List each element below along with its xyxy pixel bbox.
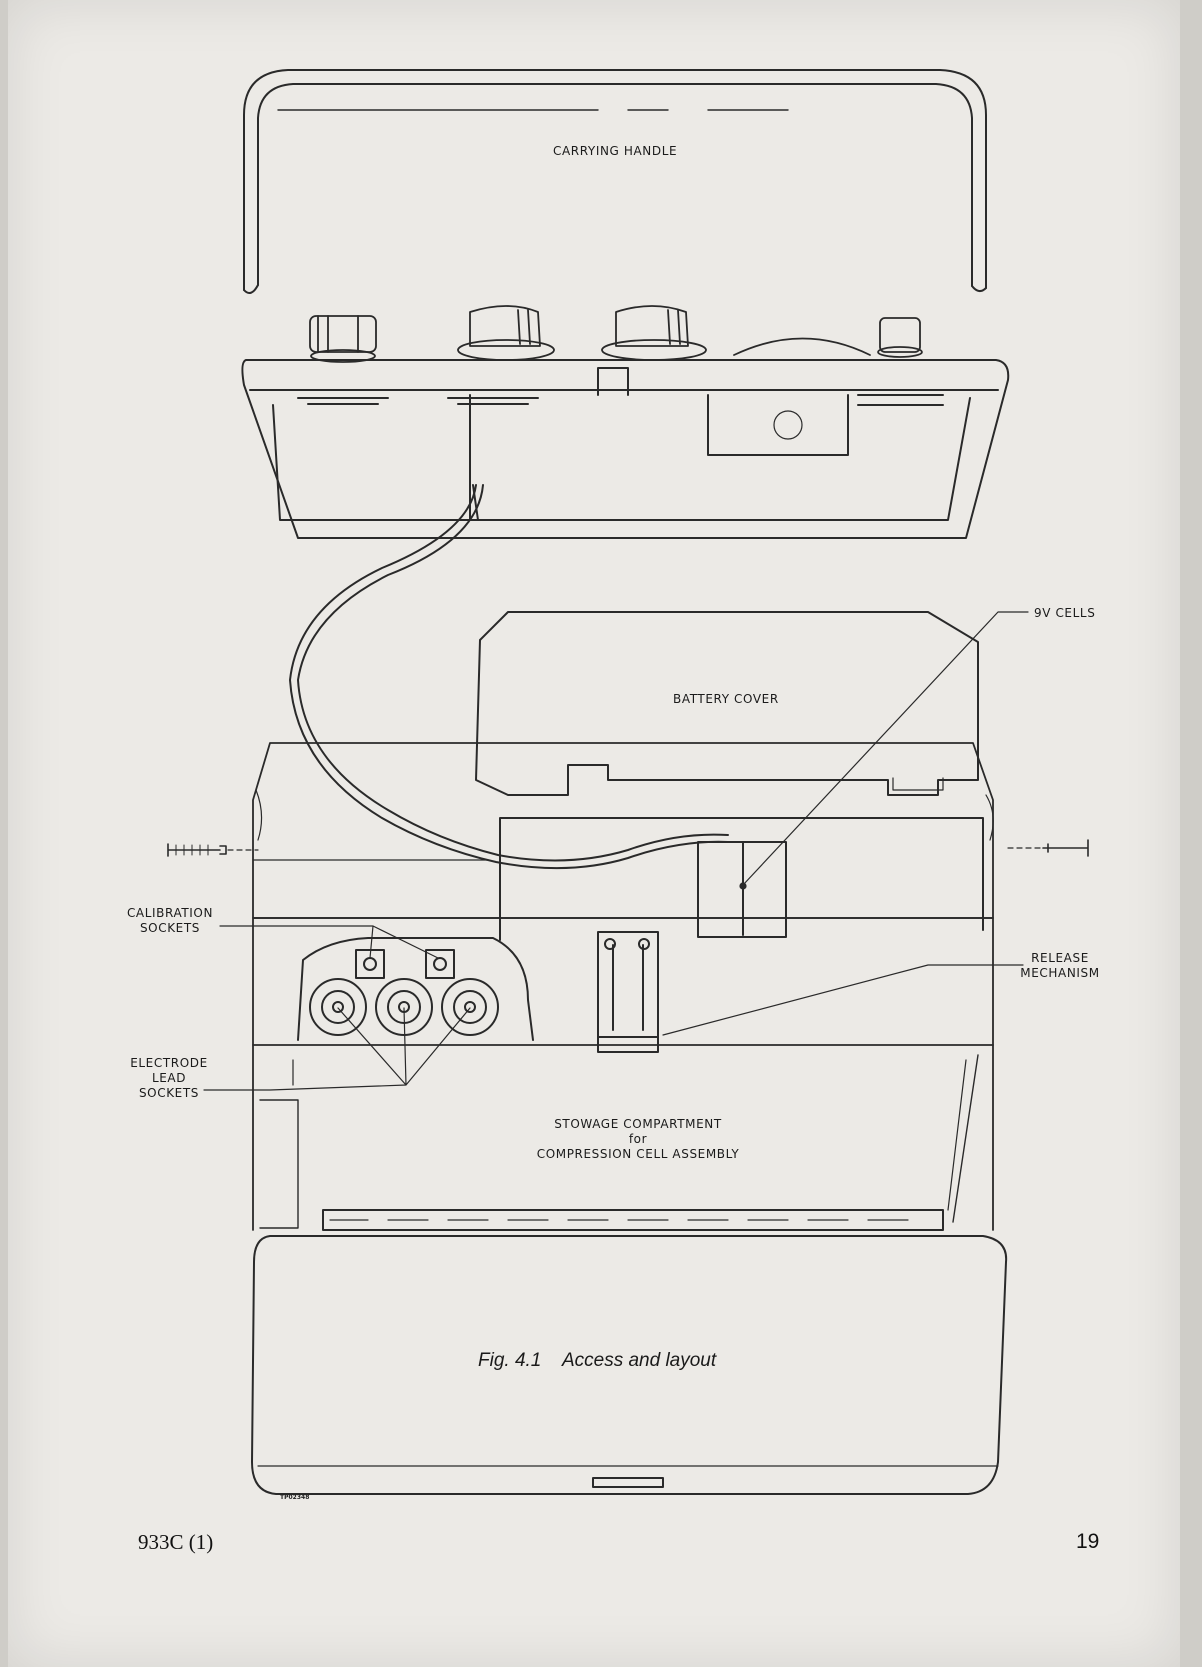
front-panel-lid [242,360,1008,538]
label-9v-cells: 9V CELLS [1034,606,1095,620]
figure-caption: Fig. 4.1 Access and layout [478,1350,716,1372]
lower-case [253,918,993,1052]
carrying-handle [244,70,986,293]
drawing-reference: TP02348 [280,1494,309,1501]
document-code: 933C (1) [138,1530,213,1555]
document-page: CARRYING HANDLE 9V CELLS BATTERY COVER C… [8,0,1180,1667]
label-battery-cover: BATTERY COVER [673,692,779,706]
label-carrying-handle: CARRYING HANDLE [553,144,677,158]
figure-title: Access and layout [562,1350,716,1371]
exploded-view-drawing [8,0,1180,1667]
main-case-body [168,743,1088,940]
label-electrode-lead-sockets: ELECTRODE LEAD SOCKETS [120,1056,218,1101]
label-stowage-compartment: STOWAGE COMPARTMENT for COMPRESSION CELL… [498,1117,778,1162]
label-calibration-sockets: CALIBRATION SOCKETS [120,906,220,936]
control-knobs [310,306,922,362]
figure-number: Fig. 4.1 [478,1350,541,1371]
page-number: 19 [1076,1530,1099,1554]
connecting-cable [290,485,728,868]
label-release-mechanism: RELEASE MECHANISM [1014,951,1106,981]
